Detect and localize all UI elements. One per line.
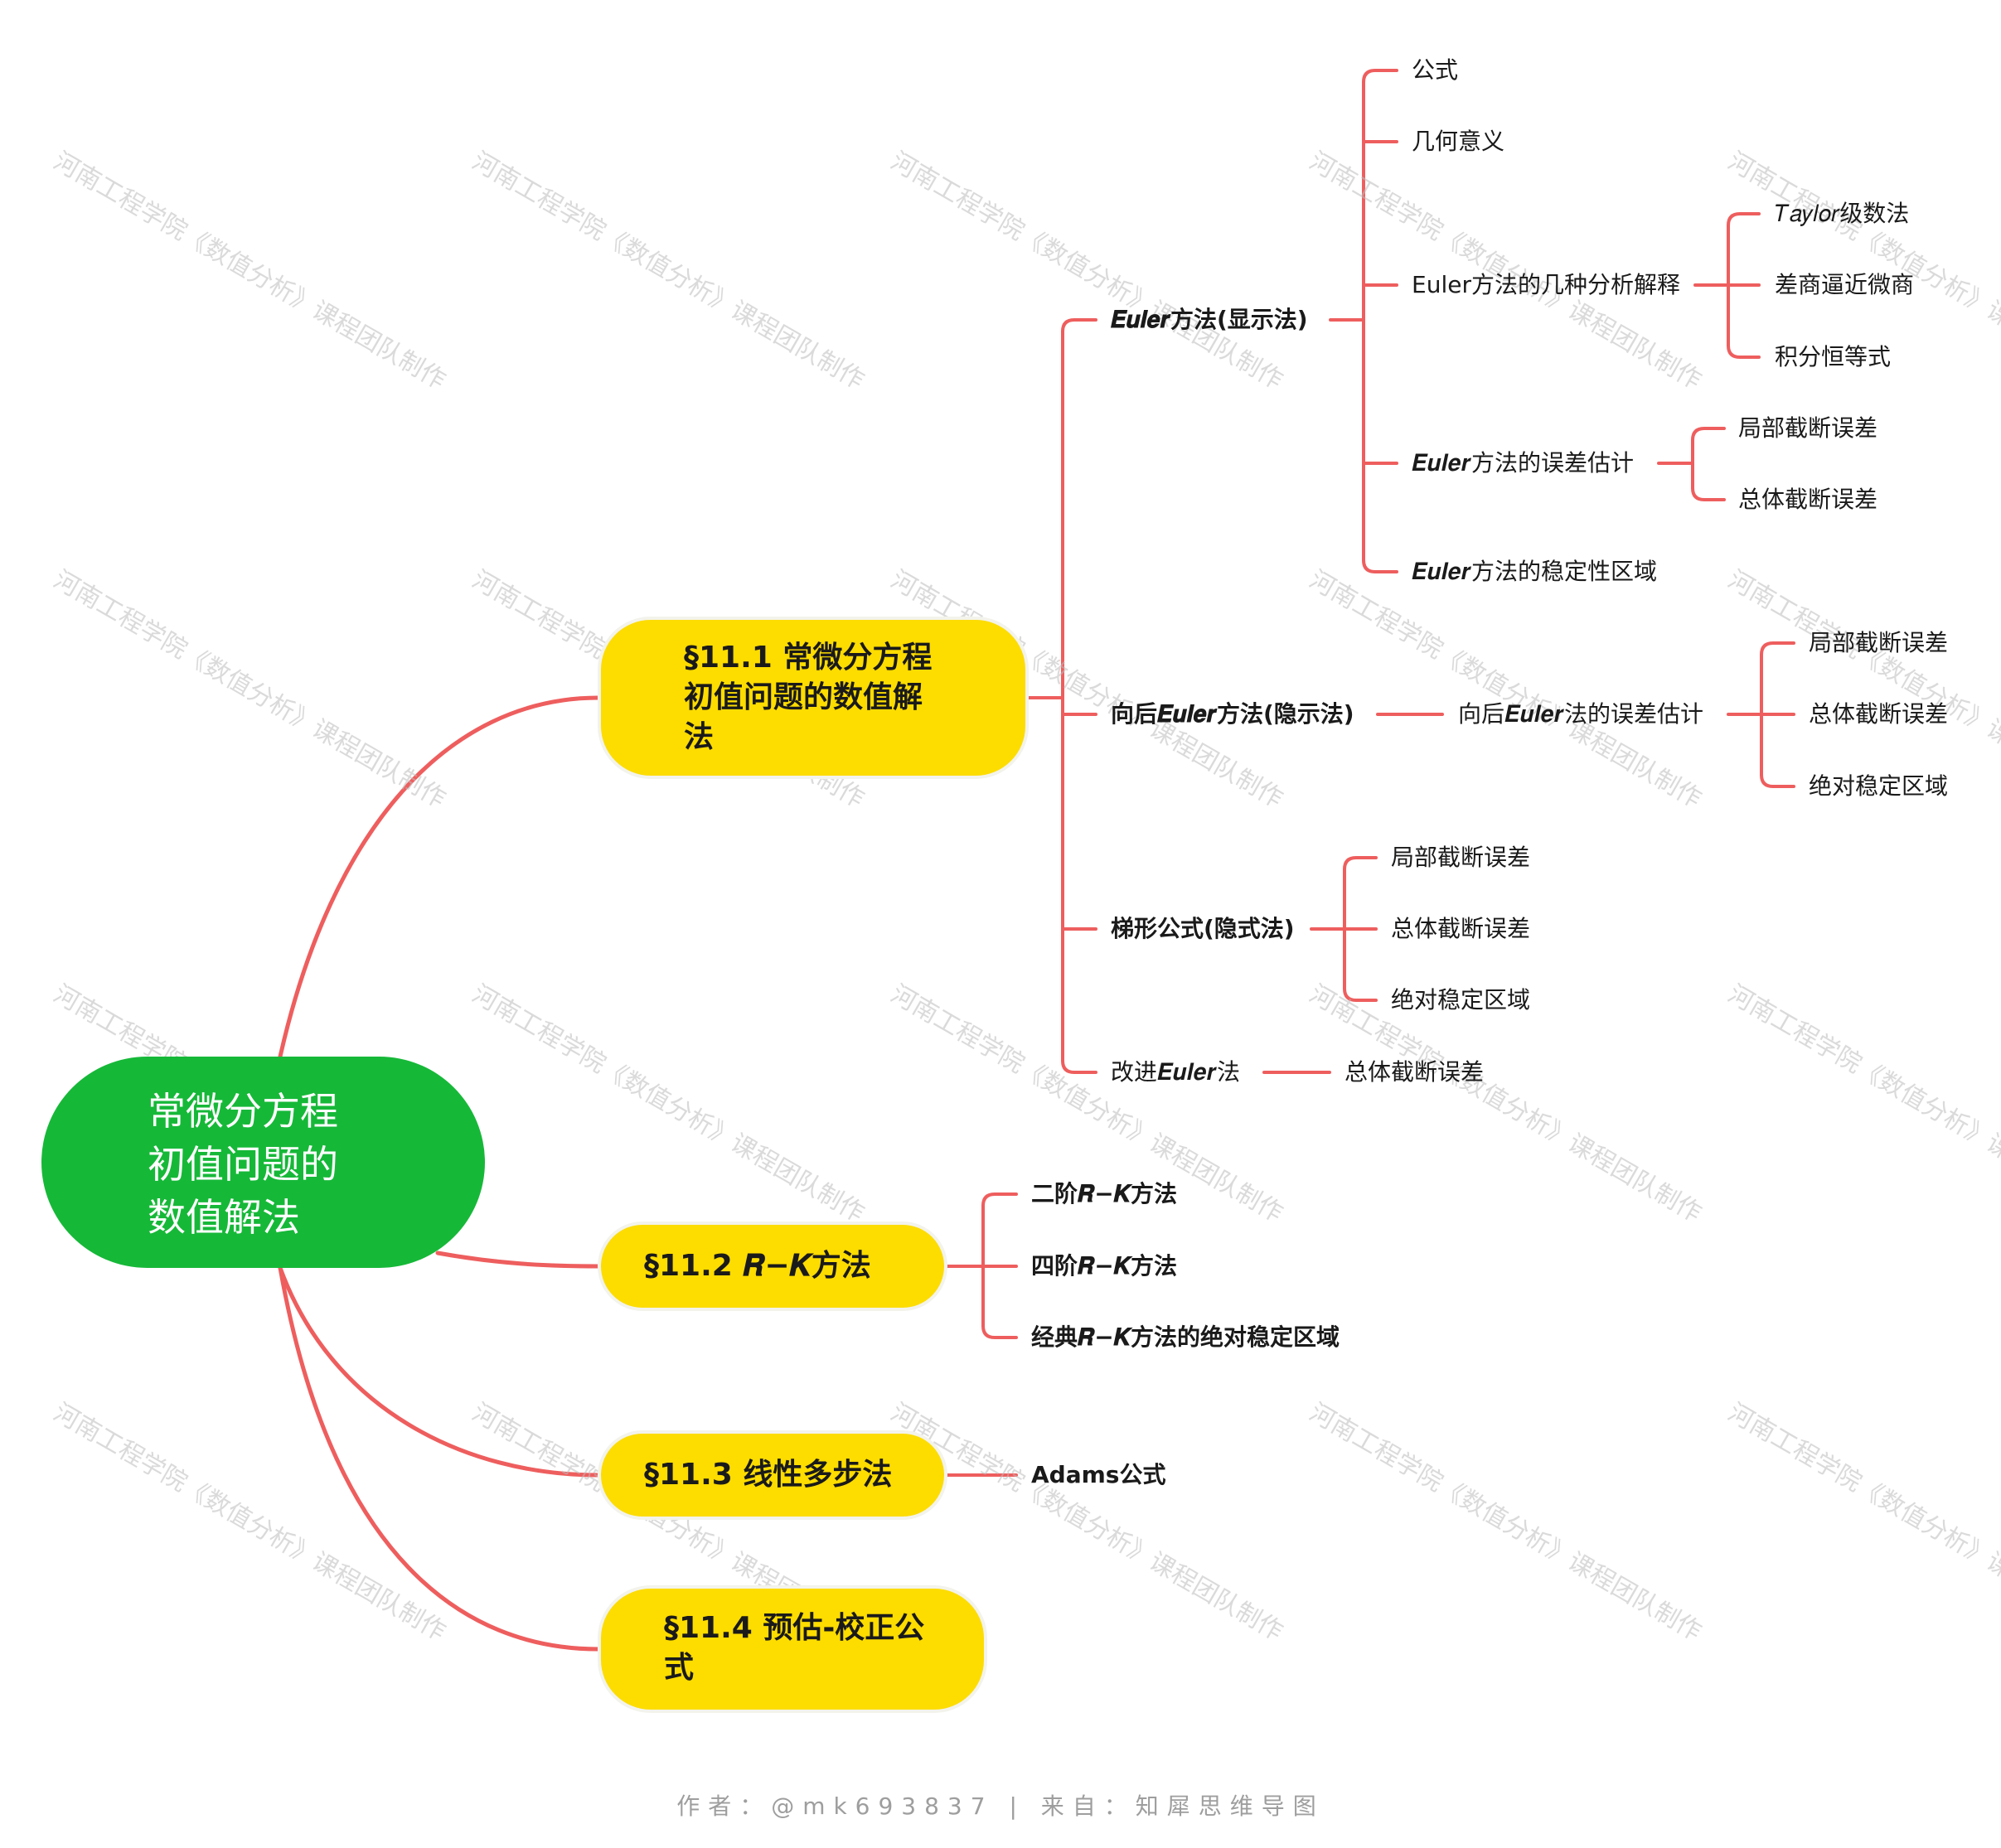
connector-euler-error-branch-1 — [1691, 486, 1726, 501]
connector-root-s4 — [278, 1265, 601, 1652]
connector-analysis-branch-2 — [1727, 344, 1761, 359]
node-improved-euler[interactable]: 改进𝑬𝒖𝒍𝒆𝒓法 — [1111, 1058, 1240, 1086]
node-rk2[interactable]: 二阶𝑹−𝑲方法 — [1031, 1180, 1178, 1207]
section-11-1-line-1: §11.1 常微分方程 — [684, 641, 933, 675]
connector-root-s3 — [278, 1265, 601, 1478]
node-trap-stable[interactable]: 绝对稳定区域 — [1391, 986, 1531, 1013]
node-trapezoid[interactable]: 梯形公式(隐式法) — [1111, 915, 1295, 942]
node-euler-explicit[interactable]: 𝑬𝒖𝒍𝒆𝒓方法(显示法) — [1111, 306, 1308, 333]
node-euler-stability[interactable]: 𝑬𝒖𝒍𝒆𝒓方法的稳定性区域 — [1412, 558, 1657, 585]
connector-analysis-branch-0 — [1727, 212, 1761, 227]
section-11-2-node[interactable]: §11.2 𝑹−𝑲方法 — [601, 1225, 944, 1308]
section-11-4-node[interactable]: §11.4 预估-校正公 式 — [601, 1589, 984, 1710]
section-11-1-line-3: 法 — [684, 720, 715, 754]
connector-s1-branch-0 — [1061, 318, 1097, 333]
node-euler-error-local[interactable]: 局部截断误差 — [1738, 414, 1878, 442]
root-label-line-2: 初值问题的 — [148, 1142, 338, 1187]
node-trap-global[interactable]: 总体截断误差 — [1391, 915, 1531, 942]
section-11-1-node[interactable]: §11.1 常微分方程 初值问题的数值解 法 — [601, 620, 1025, 776]
node-formula[interactable]: 公式 — [1412, 56, 1459, 84]
footer-credit: 作者：@mk693837 | 来自：知犀思维导图 — [676, 1792, 1325, 1820]
node-backward-error[interactable]: 向后𝑬𝒖𝒍𝒆𝒓法的误差估计 — [1458, 700, 1703, 728]
node-rk-classic-stability[interactable]: 经典𝑹−𝑲方法的绝对稳定区域 — [1031, 1323, 1340, 1351]
connector-backward-error-branch-0 — [1760, 641, 1795, 656]
root-label-line-1: 常微分方程 — [148, 1089, 338, 1134]
connector-euler-branch-4 — [1362, 559, 1398, 573]
node-backward-euler[interactable]: 向后𝑬𝒖𝒍𝒆𝒓方法(隐示法) — [1111, 700, 1354, 728]
connector-trapezoid-branch-2 — [1343, 987, 1378, 1002]
section-11-1-line-2: 初值问题的数值解 — [684, 680, 923, 714]
section-11-3-label: §11.3 线性多步法 — [644, 1458, 893, 1492]
node-euler-error[interactable]: 𝑬𝒖𝒍𝒆𝒓方法的误差估计 — [1412, 449, 1634, 477]
section-11-2-label: §11.2 𝑹−𝑲方法 — [644, 1249, 871, 1283]
node-backward-global[interactable]: 总体截断误差 — [1809, 700, 1949, 728]
connector-root-s1 — [278, 695, 601, 1059]
section-11-4-line-2: 式 — [664, 1651, 695, 1685]
connector-euler-error-branch-0 — [1691, 427, 1726, 442]
connector-root-s2 — [435, 1251, 601, 1269]
root-node[interactable]: 常微分方程 初值问题的 数值解法 — [41, 1057, 485, 1268]
node-difference-quotient[interactable]: 差商逼近微商 — [1775, 271, 1915, 298]
node-backward-local[interactable]: 局部截断误差 — [1809, 629, 1949, 656]
node-integral-identity[interactable]: 积分恒等式 — [1775, 343, 1892, 370]
section-11-3-node[interactable]: §11.3 线性多步法 — [601, 1434, 944, 1517]
node-trap-local[interactable]: 局部截断误差 — [1391, 844, 1531, 871]
node-geometric-meaning[interactable]: 几何意义 — [1412, 128, 1505, 155]
node-euler-analysis[interactable]: Euler方法的几种分析解释 — [1412, 271, 1680, 298]
section-11-4-line-1: §11.4 预估-校正公 — [664, 1611, 925, 1645]
node-backward-stable[interactable]: 绝对稳定区域 — [1809, 772, 1949, 800]
node-improved-global[interactable]: 总体截断误差 — [1344, 1058, 1485, 1086]
connector-s1-branch-3 — [1061, 1059, 1097, 1074]
node-taylor-series[interactable]: 𝑇𝑎𝑦𝑙𝑜𝑟级数法 — [1775, 200, 1910, 227]
node-adams[interactable]: Adams公式 — [1031, 1461, 1166, 1488]
connector-s2-branch-2 — [981, 1324, 1018, 1339]
connector-s2-branch-0 — [981, 1192, 1018, 1207]
connector-backward-error-branch-2 — [1760, 773, 1795, 788]
node-rk4[interactable]: 四阶𝑹−𝑲方法 — [1031, 1252, 1178, 1280]
root-label-line-3: 数值解法 — [148, 1195, 300, 1240]
node-euler-error-global[interactable]: 总体截断误差 — [1738, 486, 1878, 513]
connector-euler-branch-0 — [1362, 69, 1398, 84]
connector-trapezoid-branch-0 — [1343, 856, 1378, 871]
